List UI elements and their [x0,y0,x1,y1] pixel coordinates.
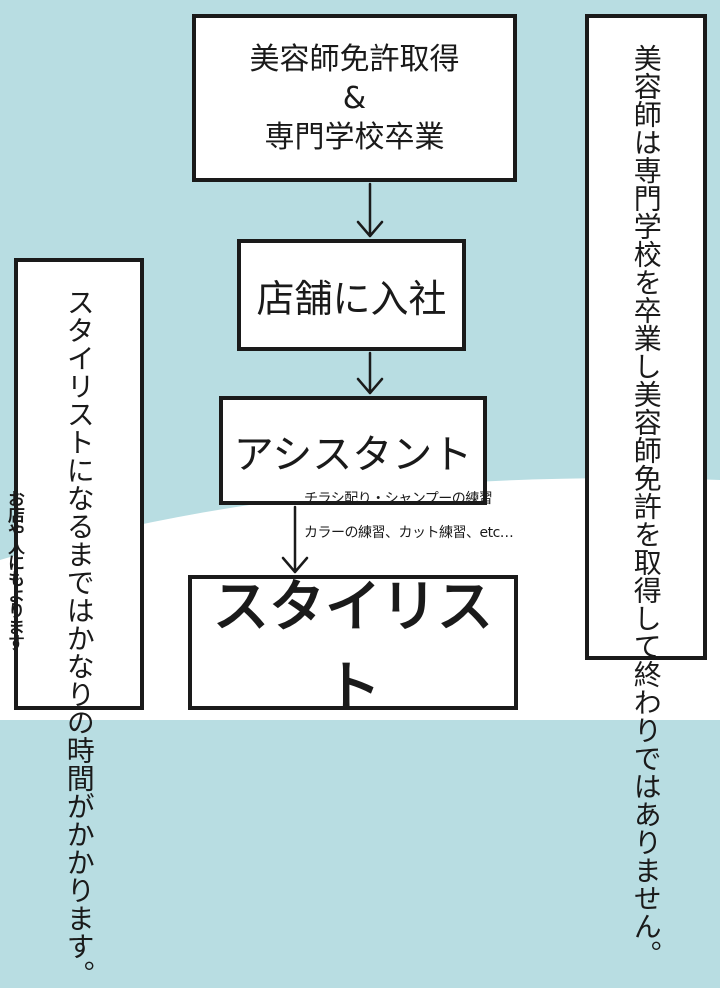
aside-note: お店や人にもよります [4,490,24,650]
step-assistant-label: アシスタント [233,431,473,478]
step-stylist-label: スタイリスト [213,574,493,721]
step-join-salon: 店舗に入社 [237,239,466,351]
handwritten-note-line-2: カラーの練習、カット練習、etc… [304,525,514,541]
step-license-line-1: 美容師免許取得 [249,41,460,77]
step-license-and-school: 美容師免許取得 & 専門学校卒業 [192,14,517,182]
step-stylist: スタイリスト [188,575,518,721]
note-box-left: スタイリストになるまではかなりの時間がかかります。 [14,258,144,988]
step-assistant: アシスタント [219,396,487,505]
step-join-salon-label: 店舗に入社 [256,276,447,321]
note-right-text: 美容師は専門学校を卒業し美容師免許を取得して終わりではありません。 [629,44,663,968]
handwritten-note-line-1: チラシ配り・シャンプーの練習 [304,491,493,507]
note-left-text: スタイリストになるまではかなりの時間がかかります。 [62,288,96,988]
step-license-line-3: 専門学校卒業 [264,119,445,155]
note-box-right: 美容師は専門学校を卒業し美容師免許を取得して終わりではありません。 [585,14,707,968]
step-license-line-2: & [342,80,367,116]
